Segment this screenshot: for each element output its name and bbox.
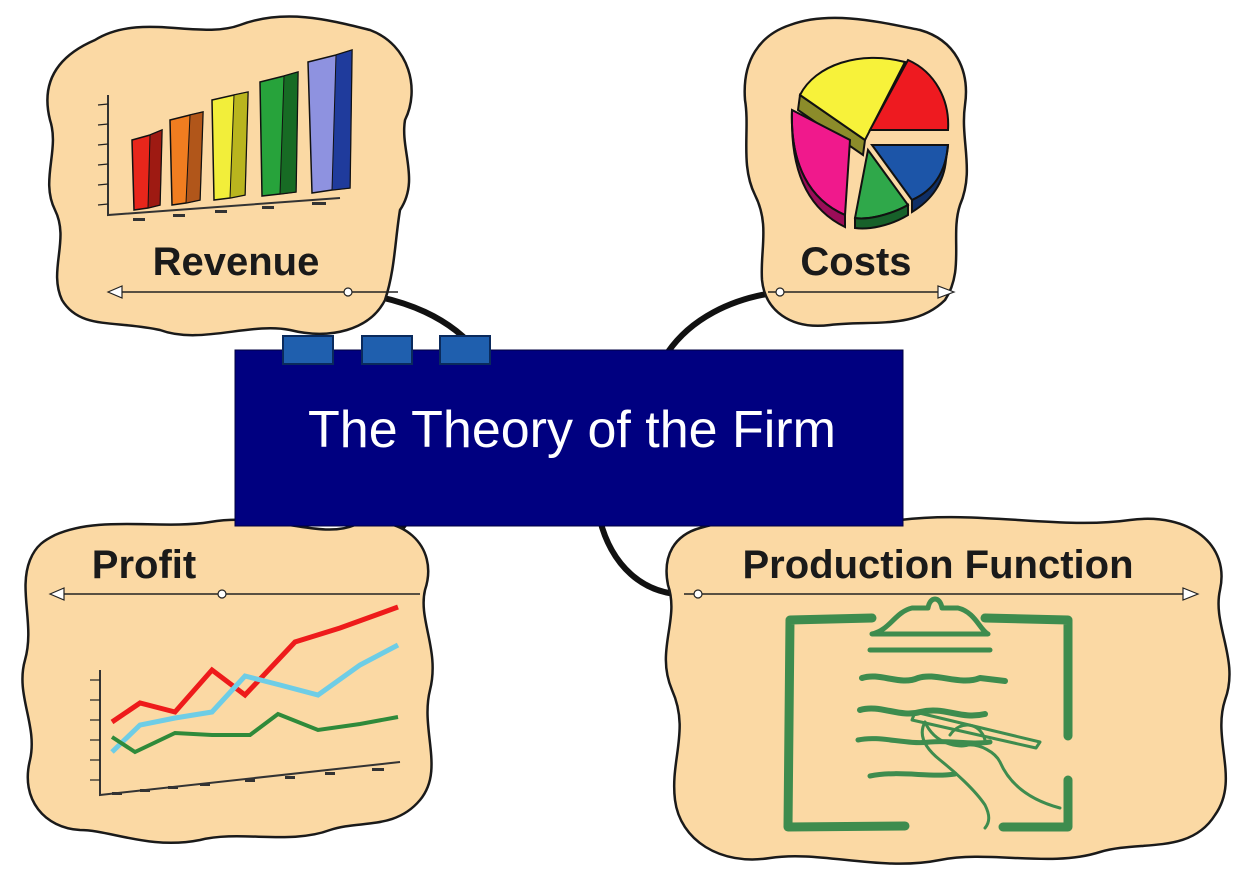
pie-slice-red — [868, 58, 950, 131]
profit-line-cyan — [110, 642, 400, 754]
pie-slice-magenta-side — [790, 109, 846, 229]
bar-chart-axis — [107, 95, 341, 217]
production-node[interactable]: Production Function — [664, 515, 1231, 865]
tab-2 — [361, 335, 413, 365]
clipboard-board — [783, 613, 910, 832]
line-chart-icon — [90, 604, 401, 797]
bar-chart-icon — [97, 48, 353, 221]
tab-1 — [282, 335, 334, 365]
pen — [910, 710, 1042, 750]
profit-label: Profit — [92, 543, 196, 587]
writing-line-3 — [855, 736, 993, 746]
revenue-label: Revenue — [153, 240, 320, 284]
writing-line-1 — [859, 673, 1008, 684]
central-title: The Theory of the Firm — [308, 401, 836, 459]
production-cloud — [664, 515, 1231, 865]
costs-label: Costs — [800, 240, 911, 284]
profit-line-green — [110, 711, 399, 755]
tab-3 — [439, 335, 491, 365]
revenue-label-line — [106, 285, 398, 299]
central-tabs — [282, 335, 491, 365]
profit-label-line — [48, 587, 420, 601]
production-label: Production Function — [742, 543, 1133, 587]
clipboard-writing-hand-icon — [783, 596, 1073, 832]
clipboard-clip — [869, 596, 991, 637]
connector-costs — [665, 289, 783, 355]
revenue-node[interactable]: Revenue — [46, 15, 413, 337]
costs-node[interactable]: Costs — [743, 16, 969, 328]
pie-slice-green-side — [854, 203, 909, 230]
pie-slice-yellow — [798, 56, 907, 142]
production-label-line — [684, 587, 1200, 601]
profit-line-red — [110, 604, 399, 725]
profit-node[interactable]: Profit — [21, 518, 434, 844]
line-chart-axis — [99, 670, 401, 797]
writing-hand — [920, 720, 1062, 830]
central-topic[interactable]: The Theory of the Firm — [234, 335, 904, 527]
pie-chart-icon — [790, 56, 950, 230]
costs-label-line — [768, 285, 956, 299]
central-box — [234, 349, 904, 527]
pie-slice-blue-side — [911, 144, 949, 214]
